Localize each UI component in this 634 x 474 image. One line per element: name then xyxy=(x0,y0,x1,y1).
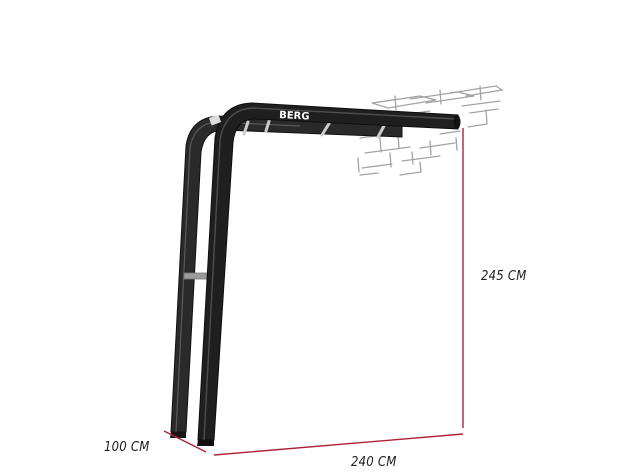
depth-label: 100 CM xyxy=(104,440,150,455)
width-label: 240 CM xyxy=(351,455,397,470)
brand-logo: BERG xyxy=(279,110,310,123)
brick-wall-sketch xyxy=(357,85,504,176)
width-dimension-line xyxy=(213,433,464,456)
depth-dimension-line xyxy=(163,430,207,453)
monkey-bar-rungs xyxy=(242,116,387,139)
corner-badge xyxy=(208,114,222,126)
height-label: 245 CM xyxy=(481,269,527,284)
dimension-lines xyxy=(163,128,464,456)
front-frame: BERG xyxy=(197,102,461,446)
